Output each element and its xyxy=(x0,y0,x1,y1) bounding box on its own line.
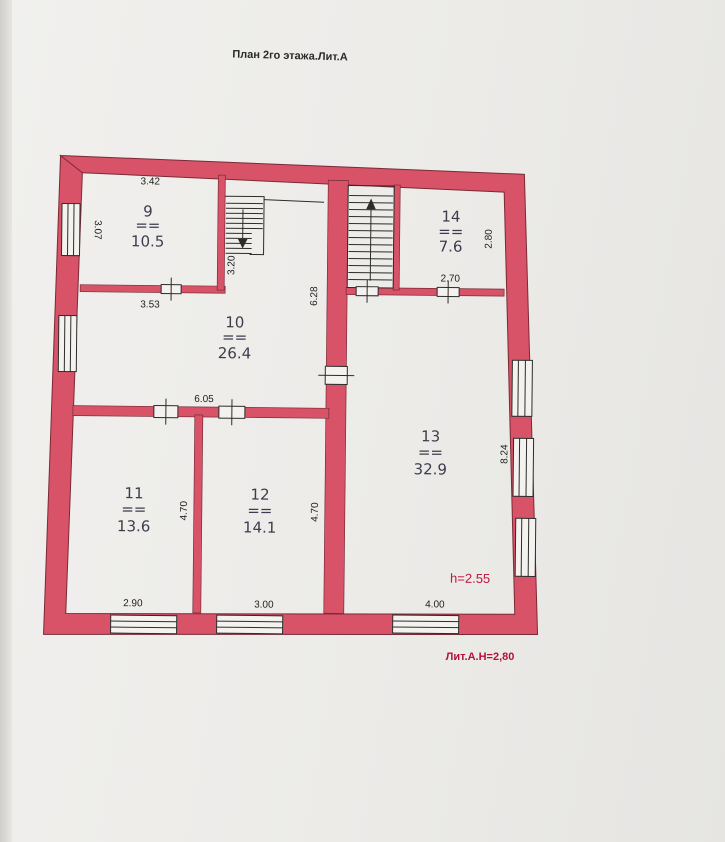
room-13-label: 13 == 32.9 xyxy=(413,427,447,478)
svg-text:14.1: 14.1 xyxy=(243,518,277,536)
dim-r10-width: 6.05 xyxy=(194,394,214,405)
wall-9-stair xyxy=(216,174,226,291)
svg-text:32.9: 32.9 xyxy=(413,460,447,478)
windows xyxy=(57,202,537,635)
doors xyxy=(153,277,460,426)
window-bottom-1 xyxy=(110,614,178,635)
window-right-2 xyxy=(512,437,535,497)
dim-r13-width: 4.00 xyxy=(425,599,445,610)
svg-text:9: 9 xyxy=(143,202,153,220)
dim-r9-width: 3.42 xyxy=(140,176,160,187)
room-14-label: 14 == 7.6 xyxy=(438,207,463,255)
dim-r9-bottom: 3.53 xyxy=(140,299,160,310)
page-edge-shadow xyxy=(0,0,12,842)
window-bottom-3 xyxy=(392,614,460,635)
stair-right xyxy=(346,184,395,289)
svg-text:7.6: 7.6 xyxy=(439,237,463,255)
window-right-1 xyxy=(511,359,533,417)
window-right-3 xyxy=(514,517,537,577)
lit-height-note: Лит.А.Н=2,80 xyxy=(446,651,515,663)
svg-text:10: 10 xyxy=(225,313,244,331)
dim-r10-right: 6.28 xyxy=(309,286,320,306)
ceiling-height-note: h=2.55 xyxy=(450,571,490,586)
window-left-1 xyxy=(60,202,81,257)
wall-11-12 xyxy=(192,414,204,614)
wall-9-10 xyxy=(79,284,226,294)
svg-text:==: == xyxy=(247,501,272,519)
stair-left xyxy=(225,195,325,256)
stair-down-arrow-icon xyxy=(237,238,248,249)
dim-r11-width: 2.90 xyxy=(123,598,143,609)
dim-r11-height: 4.70 xyxy=(179,501,190,521)
svg-text:==: == xyxy=(121,500,146,518)
svg-text:==: == xyxy=(438,222,463,240)
svg-text:12: 12 xyxy=(250,485,269,503)
room-11-label: 11 == 13.6 xyxy=(117,484,151,535)
svg-text:==: == xyxy=(418,443,443,461)
room-9-label: 9 == 10.5 xyxy=(131,202,165,250)
wall-14-13 xyxy=(345,287,505,297)
interior-walls xyxy=(72,174,505,614)
svg-text:==: == xyxy=(222,328,247,346)
dim-stair-left: 3.20 xyxy=(226,255,237,275)
dim-r14-height: 2.80 xyxy=(484,229,495,249)
svg-text:13: 13 xyxy=(421,427,440,445)
wall-central xyxy=(323,179,349,614)
outer-wall xyxy=(43,154,539,636)
dim-r12-height: 4.70 xyxy=(310,502,321,522)
dim-r9-height: 3.07 xyxy=(92,220,103,240)
window-left-2 xyxy=(57,314,78,373)
svg-text:11: 11 xyxy=(124,484,143,502)
svg-text:13.6: 13.6 xyxy=(117,517,151,535)
svg-text:26.4: 26.4 xyxy=(218,344,252,362)
svg-text:14: 14 xyxy=(441,207,460,225)
dim-r14-width: 2.70 xyxy=(440,273,460,284)
svg-text:==: == xyxy=(135,216,160,234)
room-12-label: 12 == 14.1 xyxy=(243,485,277,536)
room-10-label: 10 == 26.4 xyxy=(218,313,252,362)
stair-up-arrow-icon xyxy=(366,198,376,210)
dim-r12-width: 3.00 xyxy=(254,600,274,611)
svg-text:10.5: 10.5 xyxy=(131,232,165,250)
window-bottom-2 xyxy=(216,614,284,635)
dim-r13-height: 8.24 xyxy=(499,444,510,464)
